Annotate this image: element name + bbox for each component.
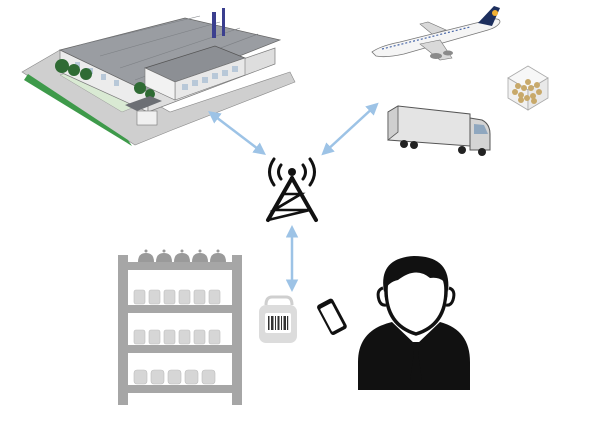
arrow-tower-factory (208, 110, 266, 156)
smartphone-icon (317, 298, 347, 335)
storage-shelf-icon (118, 249, 242, 405)
rfid-tag-icon (259, 295, 297, 343)
connection-arrows (208, 102, 379, 292)
cargo-airplane-icon (371, 6, 501, 61)
business-person-icon (358, 256, 470, 390)
cell-tower-icon (266, 157, 318, 222)
factory-building-icon (21, 8, 296, 146)
delivery-truck-icon (387, 105, 491, 156)
goods-box-icon (507, 65, 549, 111)
arrow-tower-truck (321, 102, 379, 156)
